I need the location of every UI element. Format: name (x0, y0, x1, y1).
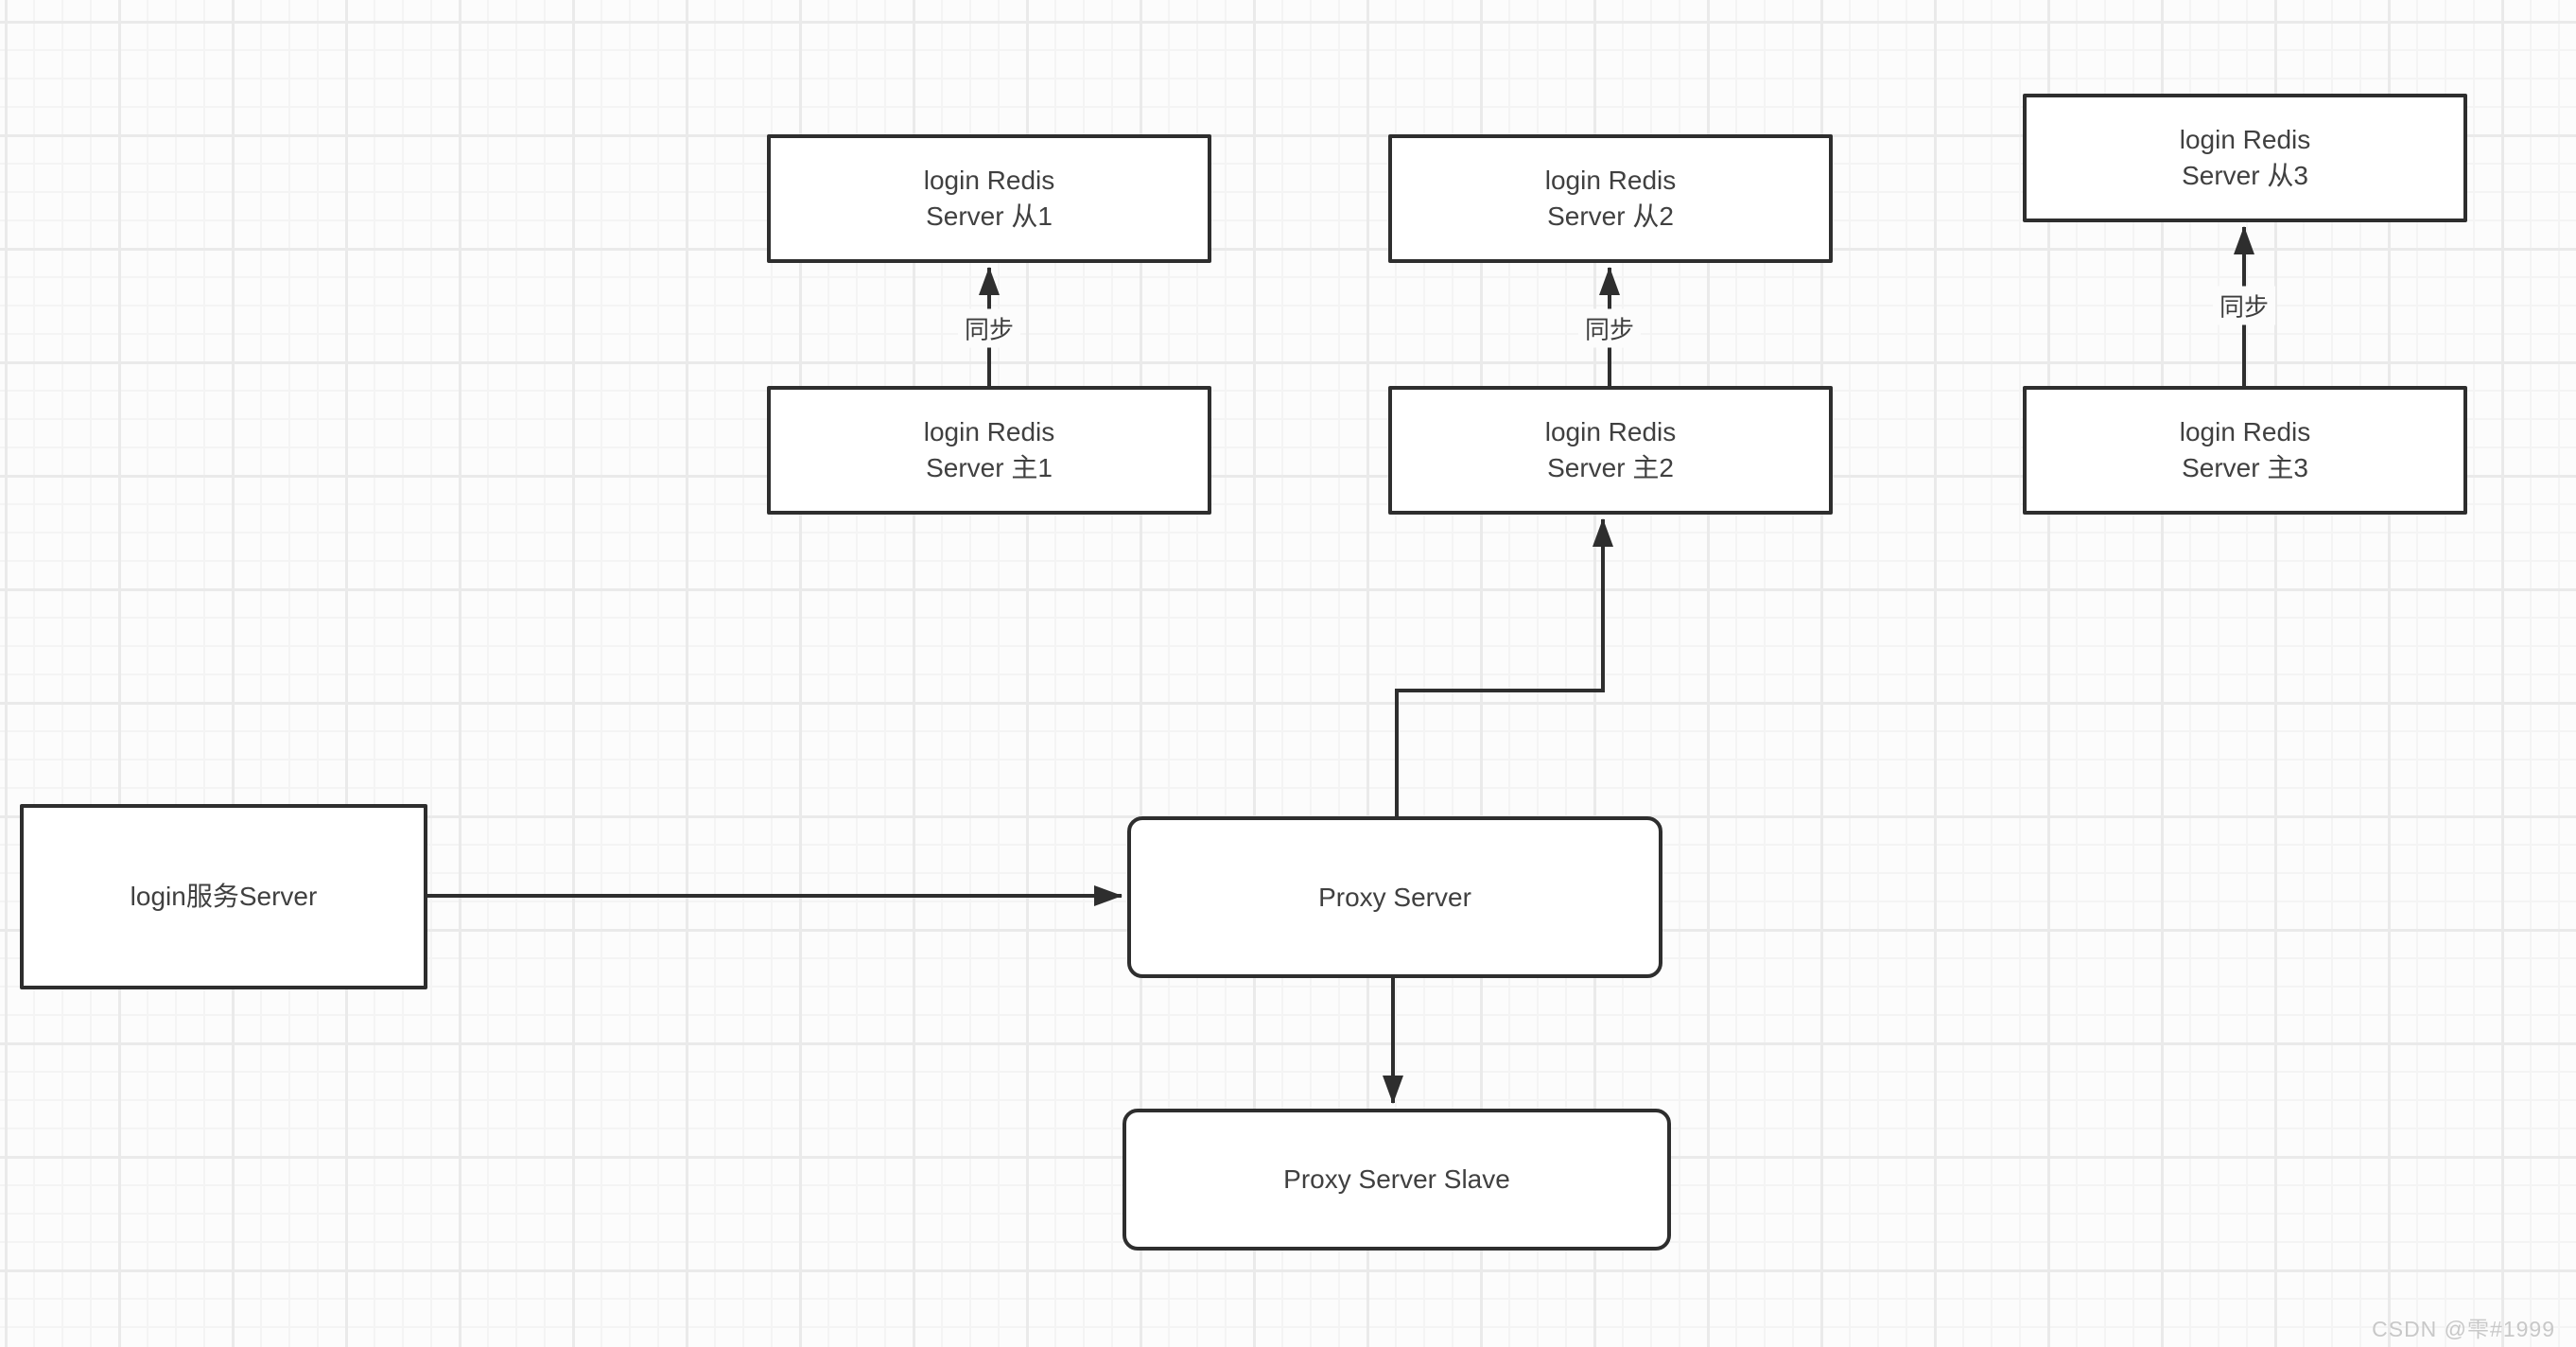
edge-label-sync-2: 同步 (1577, 308, 1642, 348)
node-redis-master-1: login Redis Server 主1 (767, 386, 1211, 515)
node-redis-slave-3: login Redis Server 从3 (2023, 94, 2467, 222)
node-proxy-server-slave: Proxy Server Slave (1123, 1109, 1671, 1251)
node-redis-master-3: login Redis Server 主3 (2023, 386, 2467, 515)
node-login-service: login服务Server (20, 804, 427, 989)
node-redis-slave-2: login Redis Server 从2 (1388, 134, 1833, 263)
edge-label-sync-1: 同步 (957, 308, 1021, 348)
edge-proxy-to-master2 (1395, 518, 1613, 816)
node-proxy-server: Proxy Server (1127, 816, 1662, 978)
csdn-watermark: CSDN @雫#1999 (2372, 1317, 2555, 1341)
node-redis-slave-1: login Redis Server 从1 (767, 134, 1211, 263)
node-redis-master-2: login Redis Server 主2 (1388, 386, 1833, 515)
edge-label-sync-3: 同步 (2212, 286, 2276, 325)
